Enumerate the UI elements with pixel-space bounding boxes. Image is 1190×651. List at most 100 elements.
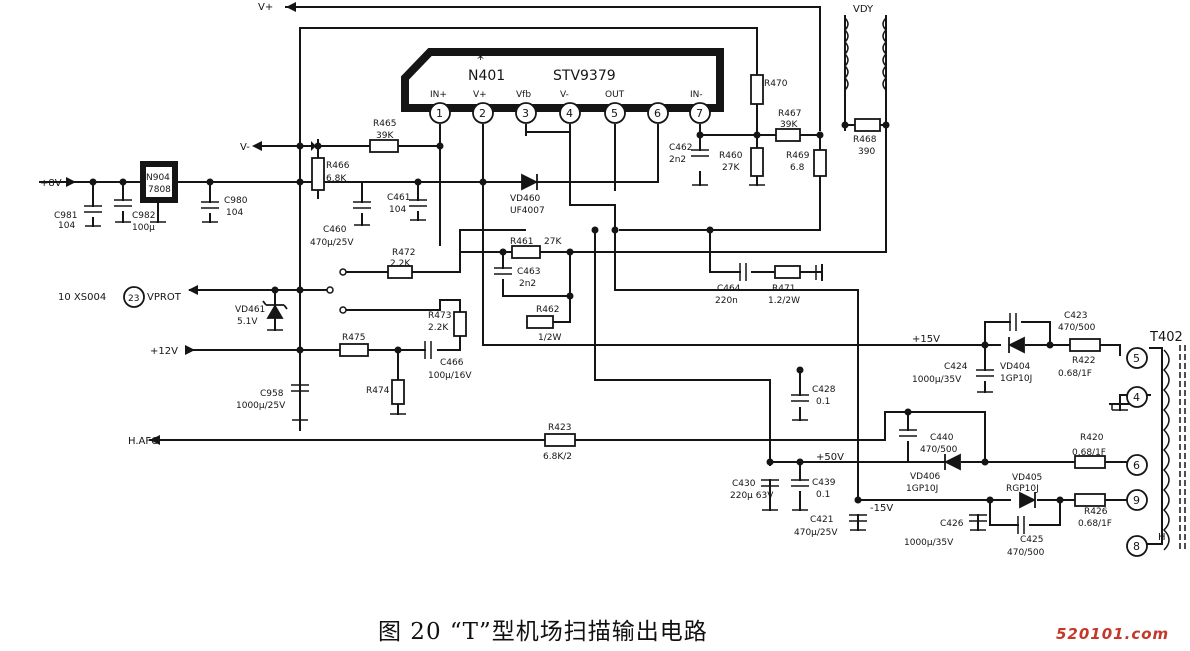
component-value: 390 (858, 147, 875, 157)
net-plus-12v: +12V (150, 346, 178, 357)
component-value: 0.1 (816, 490, 830, 500)
ground-symbols (85, 184, 1128, 531)
component-value: 470/500 (920, 445, 958, 455)
component-ref: C460 (323, 225, 347, 235)
component-ref: C466 (440, 358, 464, 368)
regulator-ref: N904 (146, 173, 170, 183)
ic-pin-circle (559, 102, 581, 124)
component-ref: VD406 (910, 472, 941, 482)
transformer-pin-circle (1126, 347, 1148, 369)
ic-pin-number: 4 (566, 107, 573, 120)
ic-pin-circle (472, 102, 494, 124)
component-value: 0.68/1F (1058, 369, 1092, 379)
component-ref: R423 (548, 423, 571, 433)
net-labels: V+ V- +8V +12V +15V +50V -15V H.AFC VDY … (40, 2, 1166, 543)
schematic-wiring (39, 6, 1163, 545)
component-value: 0.68/1F (1072, 448, 1106, 458)
component-value: 470μ/25V (794, 528, 838, 538)
net-plus-8v: +8V (40, 178, 62, 189)
component-ref: C461 (387, 193, 410, 203)
connector-pin: 23 (128, 294, 139, 304)
net-minus-15v: -15V (870, 503, 893, 514)
component-value: 27K (722, 163, 740, 173)
ic-ref: N401 (468, 68, 505, 84)
component-value: 104 (389, 205, 406, 215)
net-vprot: VPROT (147, 292, 182, 303)
component-ref: C981 (54, 211, 77, 221)
net-vdy: VDY (853, 4, 874, 15)
capacitor-plates (84, 149, 1025, 534)
component-value: 27K (544, 237, 562, 247)
net-v-minus: V- (240, 142, 250, 153)
ic-pin-number: 2 (479, 107, 486, 120)
component-value: 104 (226, 208, 243, 218)
component-value: 5.1V (237, 317, 258, 327)
transformer-pin-number: 5 (1133, 352, 1140, 365)
component-ref: C426 (940, 519, 964, 529)
component-ref: R465 (373, 119, 396, 129)
transformer-pin-number: 8 (1133, 540, 1140, 553)
regulator-n904: N904 7808 (140, 161, 178, 203)
component-ref: R461 (510, 237, 533, 247)
component-ref: R467 (778, 109, 801, 119)
component-ref: R469 (786, 151, 810, 161)
component-ref: VD405 (1012, 473, 1042, 483)
component-ref: C421 (810, 515, 833, 525)
transformer-pin-number: 6 (1133, 459, 1140, 472)
component-value: 104 (58, 221, 75, 231)
component-ref: R473 (428, 311, 451, 321)
component-ref: R468 (853, 135, 877, 145)
ic-pin-circle (689, 102, 711, 124)
ic-pin-label: OUT (605, 90, 625, 100)
transformer-pin-circle (1126, 386, 1148, 408)
component-ref: R470 (764, 79, 788, 89)
component-value: 1000μ/25V (236, 401, 286, 411)
component-ref: VD461 (235, 305, 265, 315)
component-ref: C980 (224, 196, 248, 206)
component-value: UF4007 (510, 206, 545, 216)
component-value: 470/500 (1058, 323, 1096, 333)
component-ref: C424 (944, 362, 968, 372)
ic-star: * (477, 52, 484, 68)
net-plus-15v: +15V (912, 334, 940, 345)
component-value: 6.8K/2 (543, 452, 572, 462)
component-ref: C958 (260, 389, 284, 399)
ic-pin-circle (429, 102, 451, 124)
component-ref: C428 (812, 385, 836, 395)
component-ref: R460 (719, 151, 743, 161)
ic-pin-number: 1 (436, 107, 443, 120)
component-ref: R420 (1080, 433, 1104, 443)
component-ref: R474 (366, 386, 390, 396)
junction-dots (89, 121, 1064, 504)
component-value: 0.68/1F (1078, 519, 1112, 529)
component-ref: R462 (536, 305, 559, 315)
net-h-afc: H.AFC (128, 436, 158, 447)
transformer-pin-number: 9 (1133, 494, 1140, 507)
net-v-plus: V+ (258, 2, 273, 13)
component-ref: R466 (326, 161, 350, 171)
arrows (66, 2, 316, 445)
ic-pin-label: V+ (473, 90, 487, 100)
component-value: 1.2/2W (768, 296, 800, 306)
ic-pin-label: IN+ (430, 90, 447, 100)
component-value: 6.8K (326, 174, 347, 184)
component-ref: R475 (342, 333, 365, 343)
component-value: 39K (376, 131, 394, 141)
component-value: 2n2 (519, 279, 536, 289)
ic-pin-circle (604, 102, 626, 124)
component-value: 0.1 (816, 397, 830, 407)
transformer-pin-number: 4 (1133, 391, 1140, 404)
component-ref: C439 (812, 478, 836, 488)
connector-xs004: 10 XS004 (58, 292, 106, 303)
transformer-pins: 5 4 6 9 8 (1126, 347, 1148, 557)
component-ref: R471 (772, 284, 795, 294)
component-value: 470/500 (1007, 548, 1045, 558)
transformer-ref: T402 (1149, 330, 1183, 345)
component-value: 100μ (132, 223, 155, 233)
ic-part: STV9379 (553, 68, 616, 84)
ic-pin-number: 3 (522, 107, 529, 120)
component-ref: C462 (669, 143, 692, 153)
component-value: 1GP10J (1000, 374, 1032, 384)
